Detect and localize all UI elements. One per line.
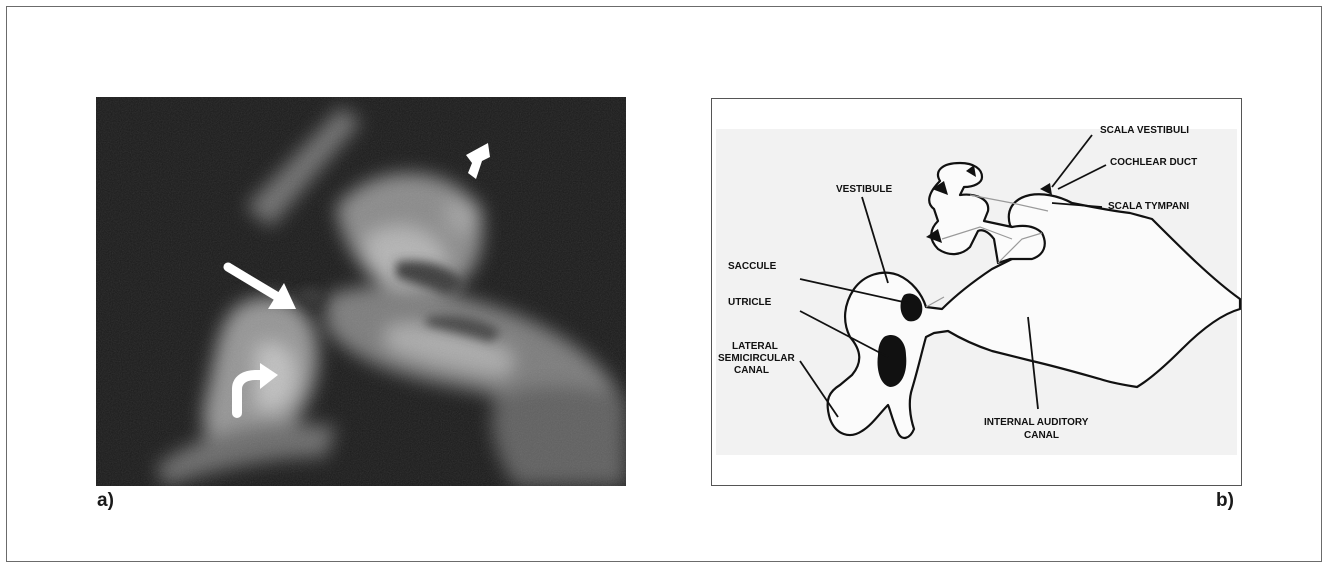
label-internal-auditory-canal-1: INTERNAL AUDITORY [984,417,1089,428]
label-vestibule: VESTIBULE [836,184,892,195]
label-cochlear-duct: COCHLEAR DUCT [1110,157,1197,168]
label-lateral-semicircular-canal-2: SEMICIRCULAR [718,353,795,364]
panel-label-a: a) [97,490,114,512]
label-internal-auditory-canal-2: CANAL [1024,430,1059,441]
panel-label-b: b) [1216,490,1234,512]
utricle-shape [878,335,907,387]
inner-ear-diagram: SCALA VESTIBULI COCHLEAR DUCT SCALA TYMP… [711,98,1242,486]
label-lateral-semicircular-canal-3: CANAL [734,365,769,376]
label-saccule: SACCULE [728,261,777,272]
label-scala-tympani: SCALA TYMPANI [1108,201,1189,212]
label-scala-vestibuli: SCALA VESTIBULI [1100,125,1189,136]
ct-scan-image [96,97,626,486]
label-utricle: UTRICLE [728,297,772,308]
label-lateral-semicircular-canal-1: LATERAL [732,341,778,352]
